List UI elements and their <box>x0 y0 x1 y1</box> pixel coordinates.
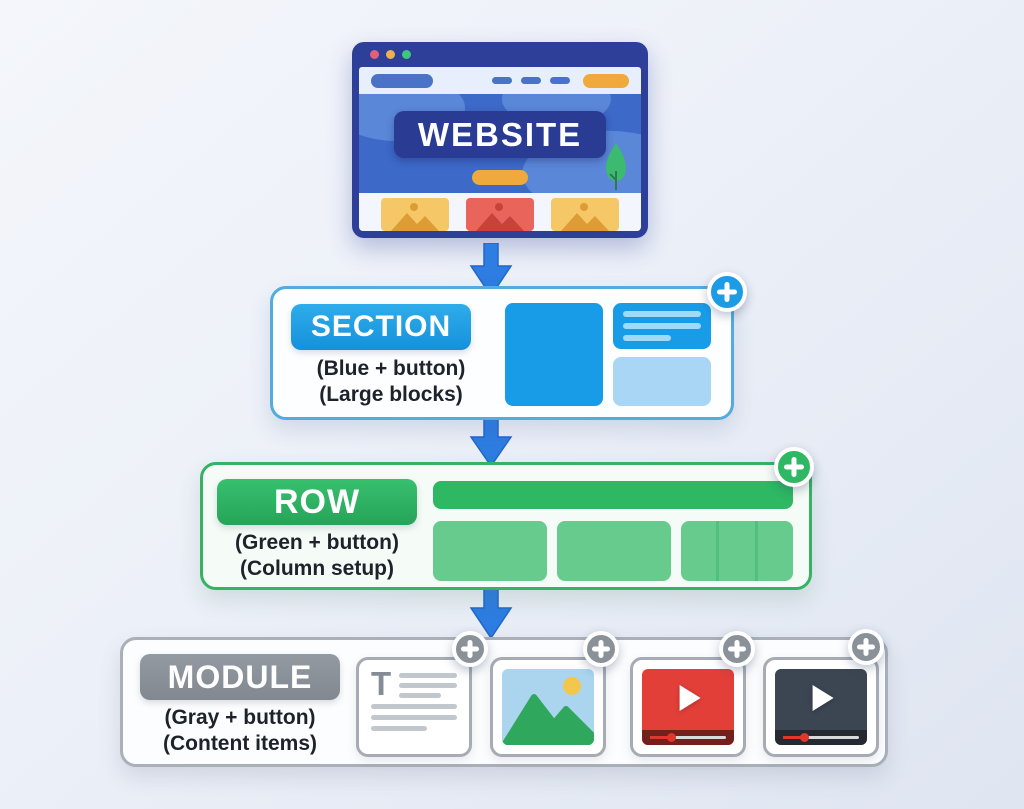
column-divider <box>716 521 720 581</box>
section-note-1: (Blue + button) <box>316 357 466 380</box>
mountain-icon <box>476 203 524 231</box>
website-title-badge: WEBSITE <box>393 111 607 158</box>
add-module-button[interactable] <box>452 631 488 667</box>
text-line <box>623 311 701 317</box>
module-notes: (Gray + button) (Content items) <box>130 705 350 757</box>
module-note-1: (Gray + button) <box>164 706 316 729</box>
text-line <box>623 335 672 341</box>
browser-navbar <box>359 67 641 94</box>
nav-link-dash <box>550 77 570 84</box>
row-panel: ROW (Green + button) (Column setup) <box>200 447 814 590</box>
row-label-badge: ROW <box>217 479 417 525</box>
section-panel: SECTION (Blue + button) (Large blocks) <box>270 272 747 420</box>
progress-fill <box>650 736 670 739</box>
sub-column <box>758 521 793 581</box>
logo-pill <box>371 73 433 88</box>
text-line <box>399 693 441 698</box>
progress-handle <box>799 733 809 742</box>
down-arrow-icon <box>469 587 513 639</box>
down-arrow-icon <box>469 417 513 467</box>
section-large-block <box>505 303 603 406</box>
down-arrow-icon <box>469 243 513 297</box>
window-dot-yellow-icon <box>386 50 395 59</box>
text-line <box>623 323 701 329</box>
add-module-button[interactable] <box>848 629 884 665</box>
text-line <box>371 715 457 720</box>
section-label-badge: SECTION <box>291 304 471 350</box>
browser-card-strip <box>359 193 641 231</box>
text-T-icon: T <box>371 665 392 702</box>
nav-link-dash <box>521 77 541 84</box>
image-placeholder-card <box>381 198 449 231</box>
mountain-icon <box>391 203 439 231</box>
add-module-button[interactable] <box>583 631 619 667</box>
text-line <box>371 726 427 731</box>
video-progress-bar <box>642 730 734 745</box>
section-light-block <box>613 357 711 406</box>
nav-links <box>492 77 570 84</box>
play-icon <box>812 684 834 711</box>
add-module-button[interactable] <box>719 631 755 667</box>
tree-icon <box>606 143 626 190</box>
video-module-card-red <box>630 657 746 757</box>
row-full-bar <box>433 481 793 509</box>
image-placeholder-card <box>551 198 619 231</box>
video-progress-bar <box>775 730 867 745</box>
video-player-dark <box>775 669 867 745</box>
row-label: ROW <box>273 482 361 521</box>
text-module-content: T <box>359 660 469 741</box>
module-label-badge: MODULE <box>140 654 340 700</box>
add-row-button[interactable] <box>774 447 814 487</box>
section-note-2: (Large blocks) <box>319 383 463 406</box>
row-column-block-split <box>681 521 793 581</box>
browser-hero: WEBSITE <box>359 94 641 193</box>
progress-track <box>783 736 859 739</box>
window-dot-green-icon <box>402 50 411 59</box>
sub-column <box>719 521 754 581</box>
play-icon <box>679 684 701 711</box>
module-label: MODULE <box>167 658 313 695</box>
section-text-block <box>613 303 711 349</box>
section-label: SECTION <box>310 310 452 343</box>
hero-button-pill <box>472 170 528 185</box>
mountains-sun-icon <box>502 677 594 745</box>
image-placeholder-card <box>466 198 534 231</box>
website-browser: WEBSITE <box>352 42 648 238</box>
row-note-1: (Green + button) <box>235 531 399 554</box>
text-line <box>399 673 457 678</box>
progress-handle <box>666 733 676 742</box>
module-panel: MODULE (Gray + button) (Content items) T <box>120 629 888 767</box>
browser-titlebar <box>359 42 641 67</box>
row-note-2: (Column setup) <box>240 557 394 580</box>
column-divider <box>754 521 758 581</box>
section-notes: (Blue + button) (Large blocks) <box>281 356 501 408</box>
row-column-block <box>557 521 671 581</box>
progress-track <box>650 736 726 739</box>
video-player-red <box>642 669 734 745</box>
cta-pill <box>583 73 629 88</box>
window-dot-red-icon <box>370 50 379 59</box>
progress-fill <box>783 736 803 739</box>
website-title: WEBSITE <box>417 116 583 153</box>
row-notes: (Green + button) (Column setup) <box>207 530 427 582</box>
text-line <box>399 683 457 688</box>
sub-column <box>681 521 716 581</box>
video-module-card-dark <box>763 657 879 757</box>
row-column-block <box>433 521 547 581</box>
module-note-2: (Content items) <box>163 732 317 755</box>
text-line <box>371 704 457 709</box>
text-module-card: T <box>356 657 472 757</box>
image-thumbnail <box>502 669 594 745</box>
nav-link-dash <box>492 77 512 84</box>
image-module-card <box>490 657 606 757</box>
mountain-icon <box>561 203 609 231</box>
add-section-button[interactable] <box>707 272 747 312</box>
